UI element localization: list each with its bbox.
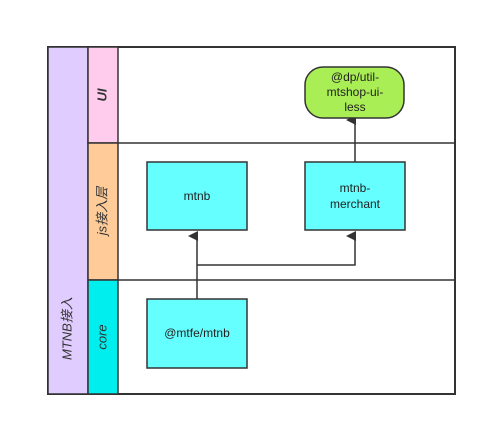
node-mtnb-merchant-line-2: merchant <box>330 197 381 211</box>
node-util-mtshop-ui-less-line-2: mtshop-ui- <box>327 85 384 99</box>
outer-label: MTNB接入 <box>59 297 74 360</box>
node-mtnb[interactable]: mtnb <box>146 161 248 231</box>
node-mtfe-mtnb-label: @mtfe/mtnb <box>164 326 230 340</box>
node-util-mtshop-ui-less[interactable]: @dp/util- mtshop-ui- less <box>304 66 405 119</box>
node-mtfe-mtnb[interactable]: @mtfe/mtnb <box>146 298 248 369</box>
layer-core-column <box>87 279 119 395</box>
connector-branch-to-merchant <box>197 231 356 266</box>
layer-ui-label: UI <box>94 88 109 101</box>
outer-label-column <box>47 46 89 395</box>
layer-js-label: js接入层 <box>94 185 109 237</box>
node-util-mtshop-ui-less-line-1: @dp/util- <box>331 70 379 84</box>
node-util-mtshop-ui-less-line-3: less <box>344 100 365 114</box>
node-mtnb-merchant-line-1: mtnb- <box>340 181 371 195</box>
node-mtnb-merchant[interactable]: mtnb- merchant <box>304 161 406 231</box>
node-mtnb-label: mtnb <box>184 189 211 203</box>
layer-core-label: core <box>94 324 109 349</box>
layer-js-column <box>87 142 119 281</box>
